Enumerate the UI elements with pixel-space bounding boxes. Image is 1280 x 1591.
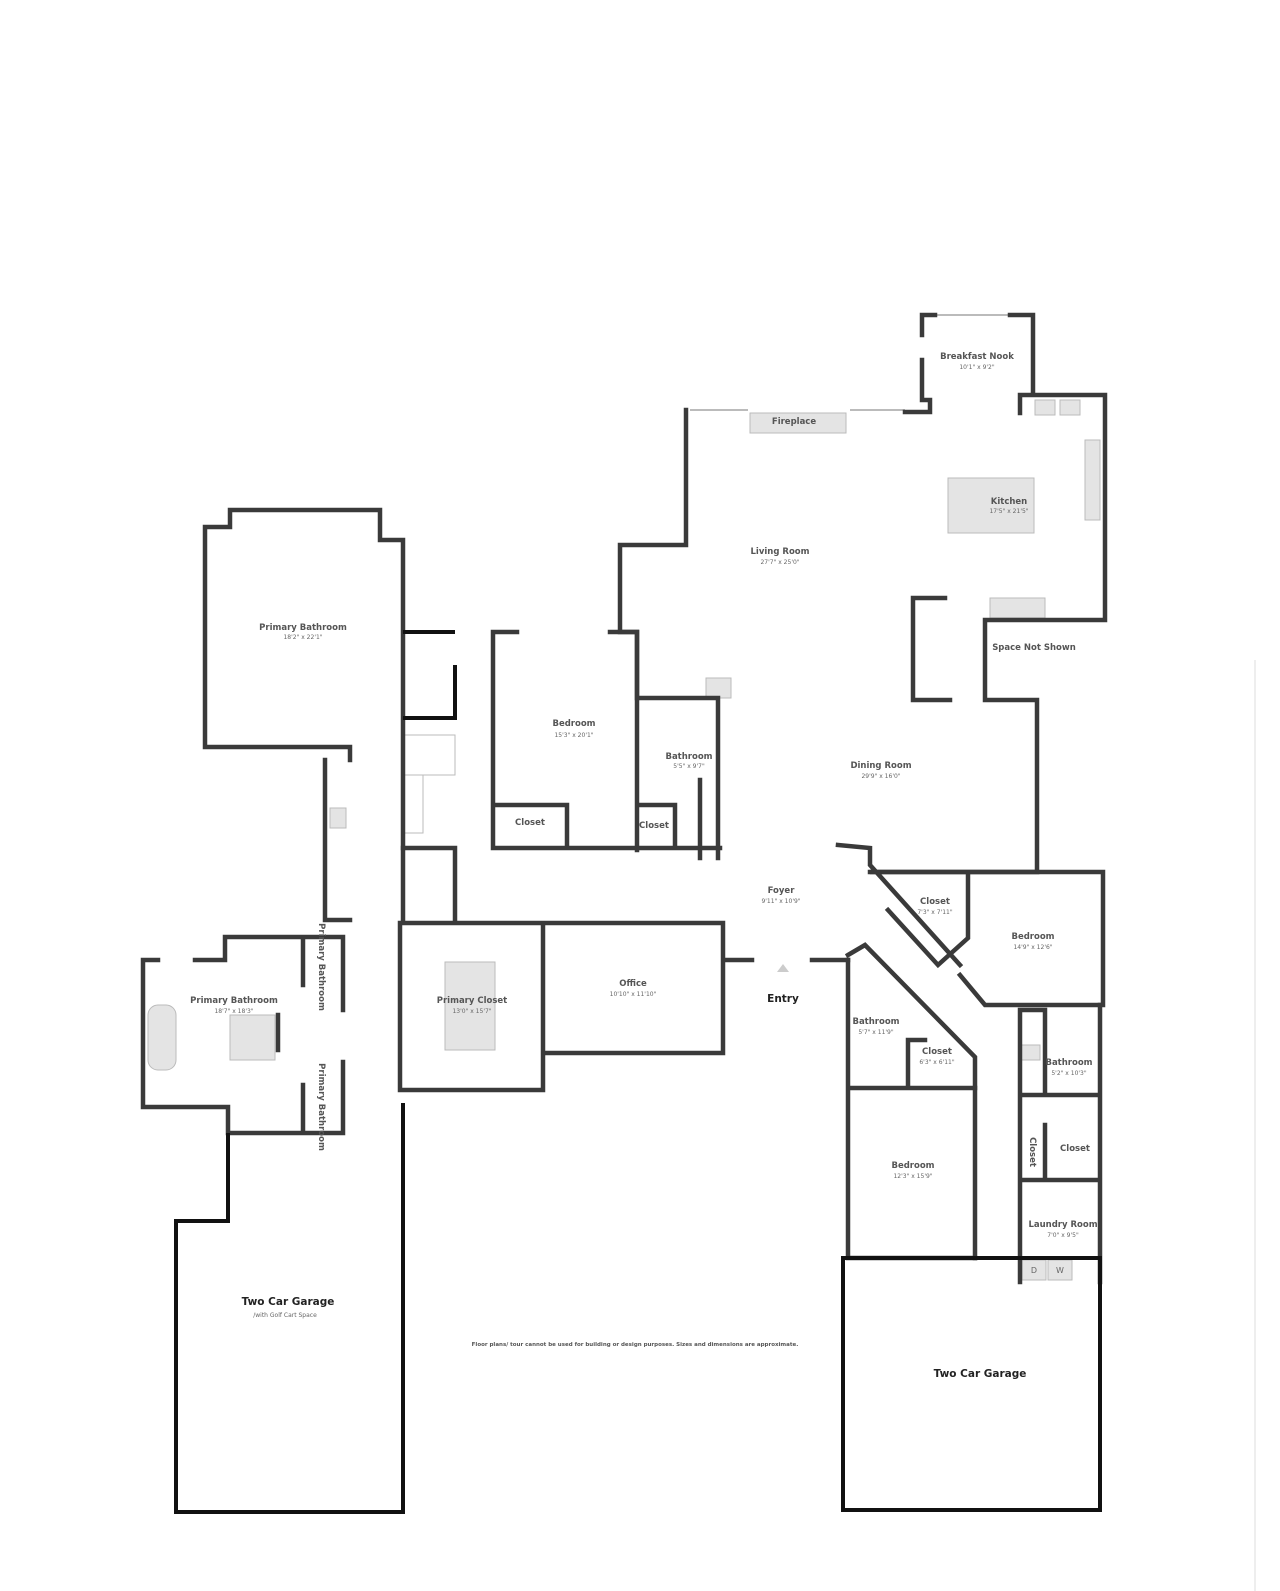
kitchen-sink [1034,399,1056,416]
garage-sublabel: /with Golf Cart Space [253,1312,317,1319]
vanity [1019,1044,1041,1061]
room-label: Closet [639,821,669,831]
room-dim: 27'7" x 25'0" [760,559,799,566]
room-label: Closet [920,897,950,907]
room-label: Kitchen [991,497,1027,507]
room-dim: 18'2" x 22'1" [283,634,322,641]
room-dim: 15'3" x 20'1" [554,732,593,739]
tub-2 [402,774,424,834]
fixtures [147,399,1101,1281]
room-label: Space Not Shown [992,643,1076,653]
room-label: Bathroom [852,1017,899,1027]
room-label: Foyer [768,886,796,896]
room-dim: 10'1" x 9'2" [959,364,995,371]
room-label: Bathroom [1045,1058,1092,1068]
chimney [705,677,732,699]
room-dim: 6'3" x 6'11" [919,1059,955,1066]
disclaimer: Floor plans/ tour cannot be used for bui… [472,1342,799,1348]
dryer-label: D [1031,1266,1037,1275]
room-label: Office [619,979,647,989]
room-label: Laundry Room [1028,1220,1097,1230]
room-dim: 7'3" x 7'11" [917,909,953,916]
room-dim: 13'0" x 15'7" [452,1008,491,1015]
room-label: Bedroom [891,1161,934,1171]
room-label: Living Room [751,547,810,557]
closet-island [444,961,496,1051]
room-dim: 7'0" x 9'5" [1047,1232,1079,1239]
room-label: Breakfast Nook [940,352,1014,362]
walls [140,312,1108,1514]
room-label: Dining Room [850,761,911,771]
fireplace-hearth [749,412,847,434]
windows [142,314,1106,1240]
room-dim: 12'3" x 15'9" [893,1173,932,1180]
room-label: Closet [1027,1137,1037,1167]
shower-2 [402,734,456,776]
room-dim: 18'7" x 18'3" [214,1008,253,1015]
room-dim: 5'7" x 11'9" [858,1029,894,1036]
room-dim: 9'11" x 10'9" [761,898,800,905]
shower [229,1014,276,1061]
kitchen-sink-2 [1059,399,1081,416]
washer-label: W [1056,1266,1064,1275]
bathtub [147,1004,177,1071]
garage-label: Two Car Garage [934,1368,1027,1380]
room-label: Bedroom [552,719,595,729]
garage-label: Two Car Garage [242,1296,335,1308]
room-dim: 5'5" x 9'7" [673,763,705,770]
room-label: Primary Bathroom [316,923,326,1011]
room-label: Primary Bathroom [259,623,347,633]
room-dim: 17'5" x 21'5" [989,508,1028,515]
room-label: Bedroom [1011,932,1054,942]
room-dim: 29'9" x 16'0" [861,773,900,780]
room-label: Closet [922,1047,952,1057]
room-label: Closet [515,818,545,828]
room-label: Closet [1060,1144,1090,1154]
room-dim: 10'10" x 11'10" [610,991,657,998]
room-dim: 5'2" x 10'3" [1051,1070,1087,1077]
entry-arrow-icon [777,964,789,972]
room-dim: 14'9" x 12'6" [1013,944,1052,951]
kitchen-appliances [1084,439,1101,521]
entry-label: Entry [767,993,799,1005]
room-label: Fireplace [772,417,816,427]
room-label: Primary Bathroom [190,996,278,1006]
room-label: Bathroom [665,752,712,762]
room-label: Primary Closet [437,996,508,1006]
vanity-2 [329,807,347,829]
room-label: Primary Bathroom [316,1063,326,1151]
kitchen-counter [989,597,1046,619]
kitchen-island [947,477,1035,534]
